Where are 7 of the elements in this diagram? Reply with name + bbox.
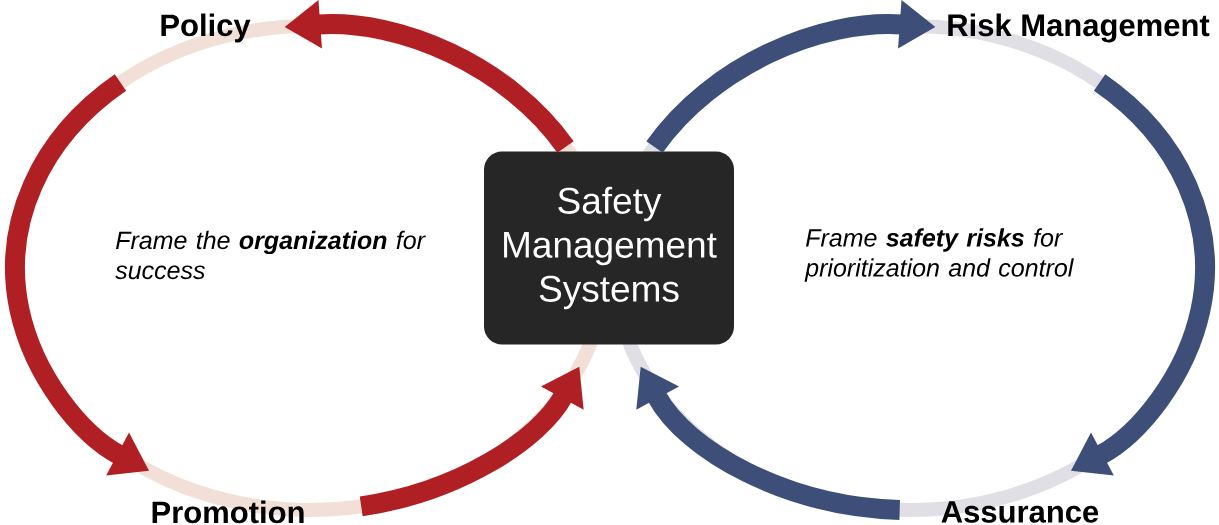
stage-label: Promotion <box>152 500 304 524</box>
caption-text: Frame the organization for success <box>115 230 426 280</box>
stage-label: Risk Management <box>948 13 1210 43</box>
stage-label: Assurance <box>941 501 1099 523</box>
caption-text: Frame safety risks for prioritization and control <box>804 228 1074 282</box>
title-box: Safety Management Systems <box>484 151 734 345</box>
stage-label: Policy <box>161 13 251 43</box>
